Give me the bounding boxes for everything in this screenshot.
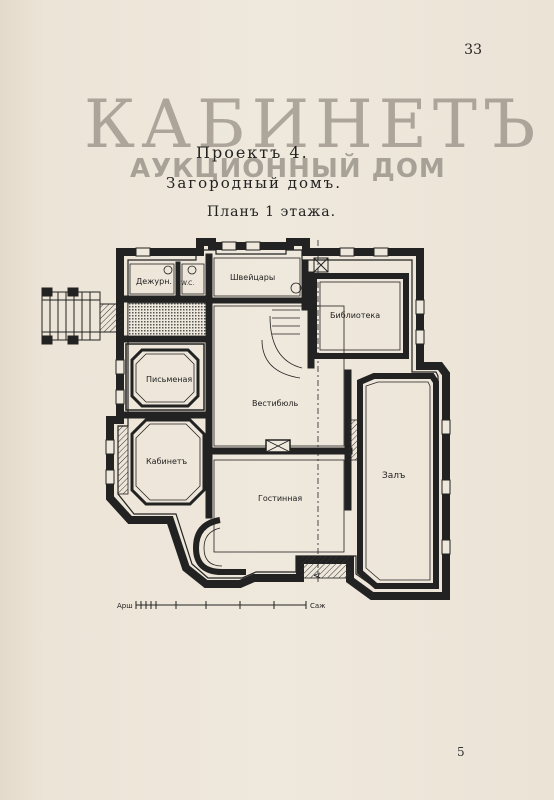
- entrance-porch: [41, 287, 123, 345]
- exterior-walls: [106, 238, 450, 600]
- label-wc: W.C.: [181, 280, 194, 287]
- dezhurnaya-room: [129, 263, 205, 295]
- shveitsary-room: [213, 257, 301, 297]
- label-shveitsary: Швейцары: [230, 273, 275, 282]
- watermark-title: КАБИНЕТЪ: [84, 86, 542, 163]
- zal-room: [347, 373, 439, 589]
- biblioteka-room: [311, 257, 409, 359]
- section-mark: А: [313, 572, 322, 578]
- vestibule-room: [213, 282, 345, 453]
- pismennaya-room: [125, 343, 205, 411]
- label-kabinet: Кабинетъ: [146, 457, 188, 466]
- corridor-tile: [127, 302, 207, 337]
- label-dezhurnaya: Дежурн.: [136, 277, 172, 286]
- kabinet-room: [117, 418, 206, 506]
- scale-label-left: Арш: [117, 602, 133, 610]
- watermark-subtitle: АУКЦИОННЫЙ ДОМ: [130, 154, 446, 184]
- label-biblioteka: Библиотека: [330, 311, 380, 320]
- project-subtitle: Загородный домъ.: [166, 174, 342, 192]
- label-gostinaya: Гостинная: [258, 494, 302, 503]
- label-vestibyul: Вестибюль: [252, 399, 298, 408]
- label-pismennaya: Письменая: [146, 375, 192, 384]
- label-zal: Залъ: [382, 471, 405, 481]
- plan-title: Планъ 1 этажа.: [207, 204, 337, 220]
- page-number-top: 33: [464, 42, 482, 58]
- gostinaya-room: [192, 459, 351, 579]
- scale-label-right: Саж: [310, 602, 326, 610]
- page-number-bottom: 5: [457, 745, 465, 759]
- project-heading: Проектъ 4.: [196, 143, 309, 162]
- window-marks: [105, 241, 451, 555]
- scale-bar: [135, 601, 307, 609]
